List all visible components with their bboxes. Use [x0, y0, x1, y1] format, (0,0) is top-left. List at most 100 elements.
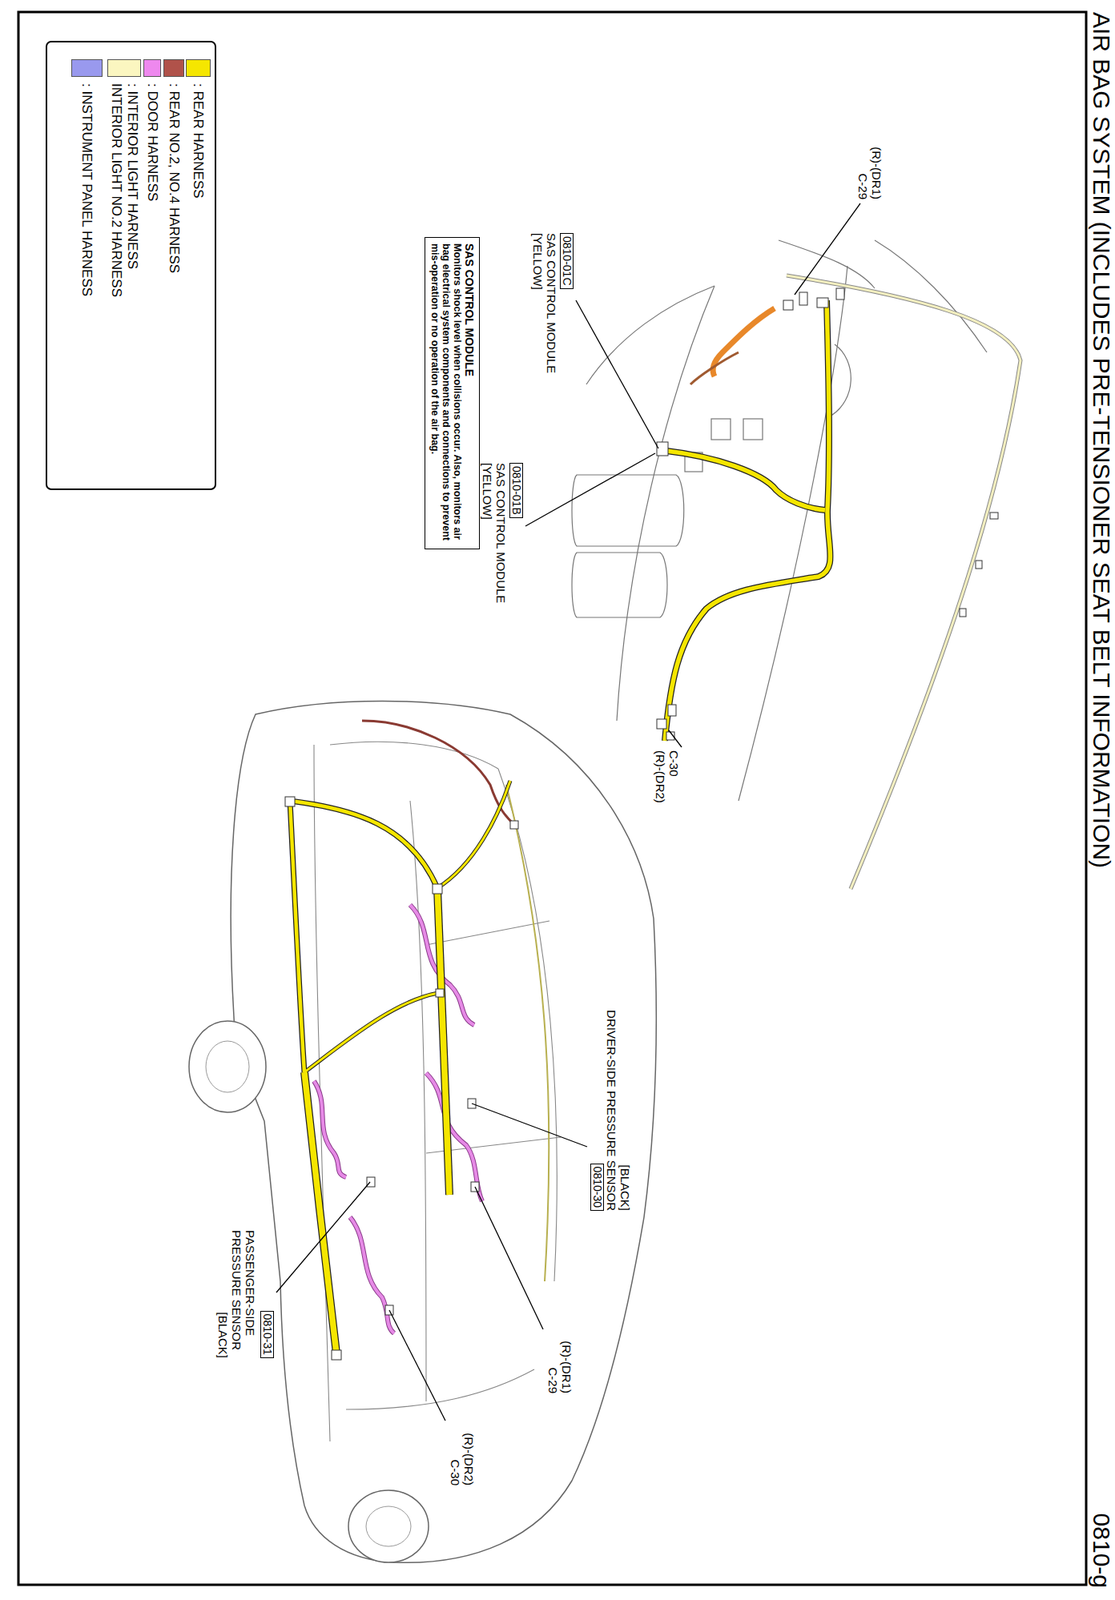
connector-id: (R)-(DR2) — [462, 1432, 476, 1486]
page-frame — [18, 12, 1087, 1586]
page-title: AIR BAG SYSTEM (INCLUDES PRE-TENSIONER S… — [1088, 12, 1115, 869]
part-name: SAS CONTROL MODULE — [544, 233, 559, 374]
rear-harness-outline — [664, 300, 831, 741]
harness — [664, 300, 831, 741]
connector-code-box: 0810-01B — [509, 462, 524, 519]
page-number: 0810-g — [1088, 1513, 1115, 1589]
connector-color: [BLACK] — [216, 1312, 230, 1359]
leader-line — [276, 1182, 371, 1293]
door-harness — [313, 905, 483, 1334]
leader-line — [668, 730, 682, 748]
leader-lines — [276, 203, 861, 1421]
wheel-hub — [366, 1506, 411, 1547]
door-harness-outline — [313, 905, 483, 1334]
legend-text: : INTERIOR LIGHT HARNESS INTERIOR LIGHT … — [108, 83, 141, 316]
sas-module — [656, 442, 669, 456]
connector-number: C-30 — [667, 750, 681, 777]
harness — [289, 801, 305, 1073]
legend-text: : INSTRUMENT PANEL HARNESS — [79, 83, 96, 297]
connector — [975, 560, 983, 569]
sill-line — [410, 801, 427, 1402]
legend-swatch — [71, 59, 103, 77]
rear-harness — [289, 780, 511, 1354]
legend-swatch — [163, 59, 185, 77]
connector-id: (R)-(DR2) — [653, 750, 668, 804]
seat — [571, 474, 685, 547]
connector-color: [YELLOW] — [480, 462, 495, 520]
connector — [285, 797, 295, 807]
part-name: PASSENGER-SIDE PRESSURE SENSOR — [229, 1230, 258, 1359]
harness — [304, 993, 439, 1073]
pedal — [711, 418, 731, 440]
connectors — [285, 797, 519, 1361]
harness — [313, 1081, 347, 1178]
connector-code: 0810-30 — [591, 1167, 604, 1208]
connector-color: [BLACK] — [618, 1164, 632, 1212]
dash-front-edge — [616, 285, 715, 721]
leader-line — [525, 453, 656, 527]
leader-line — [575, 300, 659, 449]
leader-line — [474, 1187, 544, 1330]
car-detail-lines — [313, 741, 561, 1442]
note-heading: SAS CONTROL MODULE — [462, 243, 476, 544]
harness — [304, 1072, 337, 1354]
leader-line — [389, 1310, 446, 1421]
connector — [366, 1177, 375, 1188]
connector — [799, 292, 808, 306]
harness-outline — [437, 780, 511, 889]
note-text: Monitors shock level when collisions occ… — [429, 243, 463, 544]
leader-line — [471, 1103, 588, 1148]
connector-code: 0810-31 — [261, 1314, 274, 1356]
front-wheel — [348, 1490, 429, 1563]
car-body — [230, 701, 657, 1564]
connector-code: 0810-01B — [510, 466, 523, 516]
harness-outline — [289, 801, 305, 1073]
leader-line — [794, 203, 861, 295]
harness-outline — [426, 1073, 483, 1202]
floor-line — [586, 285, 715, 385]
harness-outline — [664, 300, 831, 741]
connector-number: C-29 — [856, 173, 870, 200]
interior-light-harness — [506, 784, 549, 1282]
rear-no2-harness — [362, 720, 515, 826]
connector — [959, 608, 967, 617]
connector-color: [YELLOW] — [531, 233, 545, 290]
note-box: SAS CONTROL MODULEMonitors shock level w… — [424, 237, 480, 550]
roof-line — [498, 768, 557, 1282]
part-name: SAS CONTROL MODULE — [494, 462, 508, 604]
dashboard-outline — [571, 240, 987, 802]
harness-outline — [304, 993, 439, 1073]
connector — [668, 704, 677, 717]
connector — [836, 288, 845, 300]
harness — [426, 1073, 483, 1202]
connector — [432, 884, 443, 894]
legend-swatch — [143, 59, 162, 77]
pedal — [743, 418, 763, 440]
interior-light-harness-outline — [786, 275, 1021, 890]
rear-wheel — [189, 1021, 266, 1113]
connector-code-box: 0810-30 — [590, 1163, 604, 1212]
connector-code: 0810-01C — [560, 236, 573, 286]
harness — [437, 780, 511, 889]
rear-harness-outline — [289, 780, 511, 1354]
connector — [656, 719, 667, 729]
wheel-hub — [205, 1041, 250, 1093]
connector — [331, 1350, 342, 1361]
instrument-harness — [690, 352, 739, 385]
connector-code-box: 0810-31 — [260, 1311, 274, 1359]
connector — [510, 821, 519, 830]
pillar-line — [426, 921, 550, 946]
harness — [350, 1217, 395, 1334]
connector — [783, 300, 793, 310]
legend-text: : REAR NO.2, NO.4 HARNESS — [165, 83, 182, 274]
connector-id: (R)-(DR1) — [869, 146, 884, 200]
connector-number: C-30 — [448, 1459, 463, 1486]
hood-line — [346, 1369, 535, 1410]
connector-code-box: 0810-01C — [559, 233, 574, 290]
connectors — [656, 288, 999, 741]
rear-harness — [664, 300, 831, 741]
harness-outline — [289, 801, 438, 889]
harness-outline — [313, 1081, 347, 1178]
interior-light-harness — [786, 275, 1021, 890]
connector — [990, 512, 999, 520]
